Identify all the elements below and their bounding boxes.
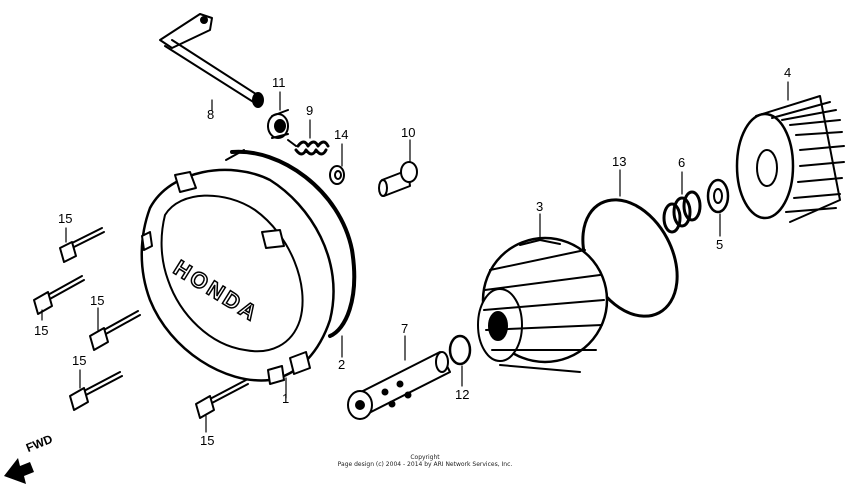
callout-7: 7 [401, 321, 409, 336]
part-2-gasket [225, 149, 357, 338]
callout-15-b: 15 [34, 323, 49, 338]
leader-lines [41, 81, 789, 433]
part-8-shaft [159, 13, 264, 108]
copyright-line-2: Page design (c) 2004 - 2014 by ARI Netwo… [337, 461, 513, 468]
callout-11: 11 [272, 75, 286, 90]
part-9-spring [287, 139, 330, 156]
fwd-arrow-icon [4, 458, 34, 484]
part-15-bolt-b [33, 275, 85, 315]
part-15-bolt-d [69, 371, 123, 411]
callout-15-d: 15 [72, 353, 87, 368]
callout-13: 13 [612, 154, 627, 169]
callout-9: 9 [306, 103, 314, 118]
callout-1: 1 [282, 391, 290, 406]
callout-4: 4 [784, 65, 792, 80]
part-15-bolt-e [195, 379, 249, 419]
part-5-washer [706, 178, 730, 214]
part-14-washer [329, 165, 345, 185]
callout-12: 12 [455, 387, 470, 402]
callout-3: 3 [536, 199, 544, 214]
part-6-spring [662, 190, 702, 234]
callout-10: 10 [401, 125, 416, 140]
copyright-line-1: Copyright [410, 454, 440, 461]
part-7-bolt [347, 351, 451, 420]
callout-6: 6 [678, 155, 686, 170]
callout-15-a: 15 [58, 211, 73, 226]
part-4-filter [735, 95, 845, 223]
part-15-bolt-c [89, 310, 141, 351]
part-12-oring [448, 334, 472, 366]
callout-2: 2 [338, 357, 346, 372]
callout-5: 5 [716, 237, 724, 252]
part-3-rotor [477, 236, 609, 373]
callout-14: 14 [334, 127, 349, 142]
callout-15-e: 15 [200, 433, 215, 448]
part-15-bolt-a [59, 227, 105, 263]
part-11-bearing [267, 109, 289, 139]
callout-15-c: 15 [90, 293, 105, 308]
part-1-cover [140, 168, 335, 385]
callout-8: 8 [207, 107, 215, 122]
part-10-pin [378, 161, 418, 197]
